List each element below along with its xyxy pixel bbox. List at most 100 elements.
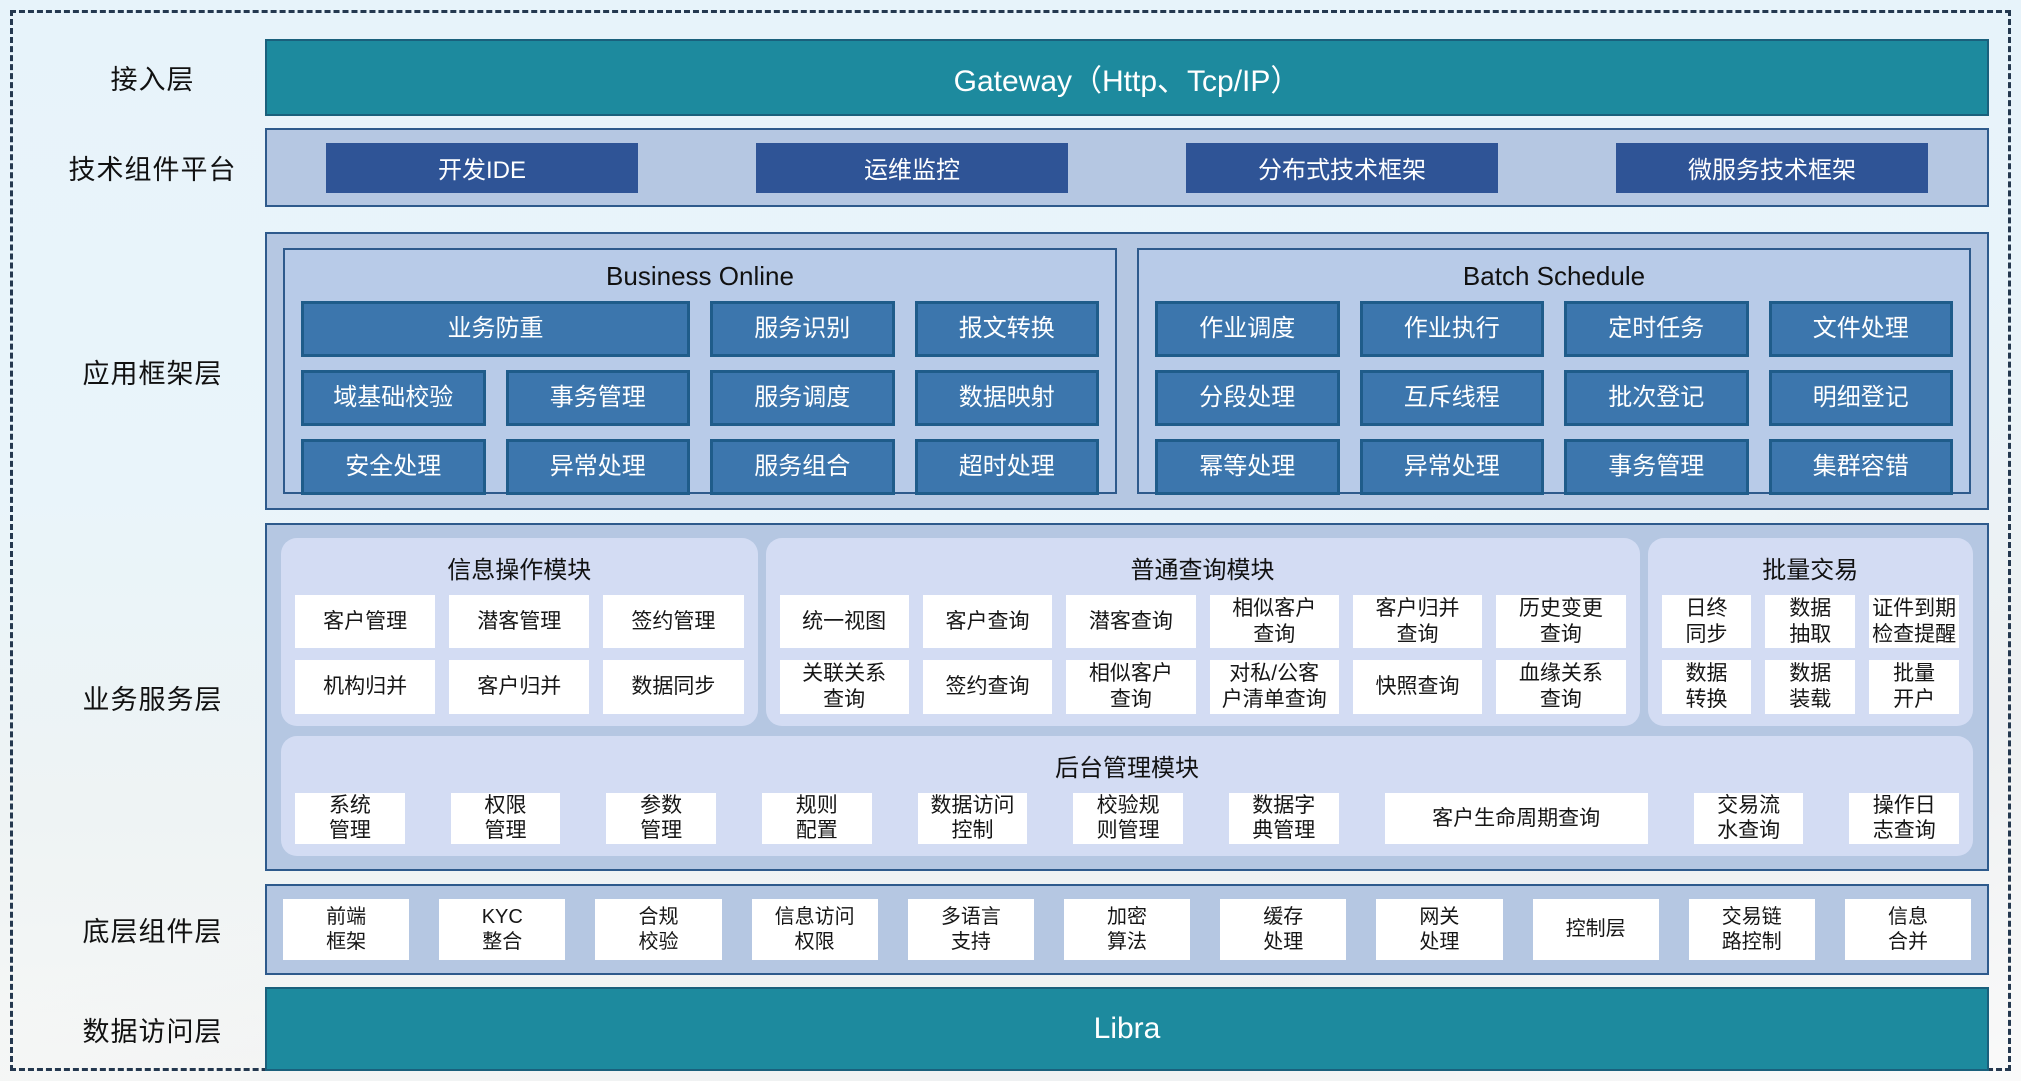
tech-component-box: 微服务技术框架 xyxy=(1616,142,1928,193)
batch-schedule-row2: 分段处理互斥线程批次登记明细登记 xyxy=(1155,370,1953,426)
service-box: 日终 同步 xyxy=(1661,595,1752,649)
info-operations-module: 信息操作模块 客户管理潜客管理签约管理机构归并客户归并数据同步 xyxy=(281,538,758,726)
admin-service-box: 数据字 典管理 xyxy=(1228,792,1339,844)
base-component-box: 交易链 路控制 xyxy=(1688,899,1815,960)
admin-service-box: 规则 配置 xyxy=(761,792,872,844)
base-component-box: 缓存 处理 xyxy=(1220,899,1347,960)
framework-feature-box: 批次登记 xyxy=(1564,370,1749,426)
admin-service-box: 系统 管理 xyxy=(295,792,405,844)
gateway-bar: Gateway（Http、Tcp/IP） xyxy=(265,39,1989,116)
admin-service-box: 权限 管理 xyxy=(450,792,561,844)
service-box: 潜客查询 xyxy=(1066,595,1196,649)
framework-feature-box: 分段处理 xyxy=(1155,370,1340,426)
service-box: 签约查询 xyxy=(922,660,1053,714)
service-box: 证件到期 检查提醒 xyxy=(1869,595,1959,649)
framework-feature-box: 异常处理 xyxy=(505,439,690,495)
tech-component-box: 分布式技术框架 xyxy=(1186,142,1498,193)
layer-label-data-access: 数据访问层 xyxy=(82,1016,223,1047)
service-box: 批量 开户 xyxy=(1869,660,1959,714)
batch-schedule-row3: 幂等处理异常处理事务管理集群容错 xyxy=(1155,439,1953,495)
framework-feature-box: 域基础校验 xyxy=(301,370,486,426)
base-components-panel: 前端 框架 KYC 整合合规 校验信息访问 权限多语言 支持加密 算法缓存 处理网… xyxy=(265,884,1989,975)
admin-module: 后台管理模块 系统 管理权限 管理参数 管理规则 配置数据访问 控制校验规 则管… xyxy=(281,735,1973,856)
business-online-row3: 安全处理异常处理服务组合超时处理 xyxy=(301,439,1099,495)
app-framework-panel: Business Online 业务防重服务识别报文转换 域基础校验事务管理 服务… xyxy=(265,232,1989,510)
data-access-row: 数据访问层 Libra xyxy=(40,987,1989,1071)
framework-feature-box: 数据映射 xyxy=(914,370,1099,426)
admin-service-box: 客户生命周期查询 xyxy=(1384,792,1648,844)
service-box: 客户管理 xyxy=(295,595,436,649)
service-box: 签约管理 xyxy=(603,595,744,649)
service-box: 关联关系 查询 xyxy=(779,660,909,714)
service-box: 机构归并 xyxy=(295,660,436,714)
framework-feature-box: 集群容错 xyxy=(1768,439,1953,495)
framework-feature-box: 作业调度 xyxy=(1155,301,1340,357)
service-box: 相似客户 查询 xyxy=(1066,660,1196,714)
base-component-box: 前端 框架 xyxy=(283,899,410,960)
admin-service-box: 交易流 水查询 xyxy=(1693,792,1804,844)
business-service-row: 业务服务层 信息操作模块 客户管理潜客管理签约管理机构归并客户归并数据同步 普通… xyxy=(40,523,1989,871)
framework-feature-box: 作业执行 xyxy=(1359,301,1544,357)
service-box: 快照查询 xyxy=(1352,660,1483,714)
admin-service-box: 操作日 志查询 xyxy=(1849,792,1960,844)
business-online-panel: Business Online 业务防重服务识别报文转换 域基础校验事务管理服务… xyxy=(283,248,1117,495)
general-query-module: 普通查询模块 统一视图客户查询潜客查询相似客户 查询客户归并 查询历史变更 查询… xyxy=(765,538,1640,726)
service-box: 相似客户 查询 xyxy=(1209,595,1339,649)
general-query-grid: 统一视图客户查询潜客查询相似客户 查询客户归并 查询历史变更 查询关联关系 查询… xyxy=(779,595,1626,714)
framework-feature-box: 事务管理 xyxy=(1564,439,1749,495)
layer-label-business-service: 业务服务层 xyxy=(82,684,223,715)
tech-component-box: 开发IDE xyxy=(326,142,638,193)
service-box: 数据 装载 xyxy=(1765,660,1856,714)
app-framework-row: 应用框架层 Business Online 业务防重服务识别报文转换 域基础校验… xyxy=(40,232,1989,510)
base-component-box: 信息访问 权限 xyxy=(751,899,878,960)
business-service-panel: 信息操作模块 客户管理潜客管理签约管理机构归并客户归并数据同步 普通查询模块 统… xyxy=(265,523,1989,871)
service-box: 数据同步 xyxy=(603,660,744,714)
layer-label-tech-platform: 技术组件平台 xyxy=(68,155,237,185)
service-box: 客户归并 查询 xyxy=(1352,595,1483,649)
batch-schedule-title: Batch Schedule xyxy=(1462,261,1646,291)
batch-trade-grid: 日终 同步数据 抽取证件到期 检查提醒数据 转换数据 装载批量 开户 xyxy=(1661,595,1959,714)
framework-feature-box: 明细登记 xyxy=(1768,370,1953,426)
framework-feature-box: 超时处理 xyxy=(914,439,1099,495)
framework-feature-box: 安全处理 xyxy=(301,439,486,495)
service-box: 历史变更 查询 xyxy=(1496,595,1626,649)
business-online-title: Business Online xyxy=(606,261,794,291)
service-box: 客户归并 xyxy=(449,660,590,714)
access-layer-row: 接入层 Gateway（Http、Tcp/IP） xyxy=(40,39,1989,116)
info-operations-title: 信息操作模块 xyxy=(447,557,592,584)
base-component-box: KYC 整合 xyxy=(439,899,566,960)
service-box: 血缘关系 查询 xyxy=(1496,660,1626,714)
layer-label-base-components: 底层组件层 xyxy=(82,917,223,947)
layer-label-app-framework: 应用框架层 xyxy=(82,358,223,389)
framework-feature-box: 服务调度 xyxy=(710,370,895,426)
service-box: 潜客管理 xyxy=(449,595,590,649)
base-component-box: 合规 校验 xyxy=(595,899,722,960)
service-box: 对私/公客 户清单查询 xyxy=(1209,660,1339,714)
framework-feature-box: 服务识别 xyxy=(710,301,895,357)
admin-module-title: 后台管理模块 xyxy=(1055,754,1199,782)
admin-service-box: 校验规 则管理 xyxy=(1073,792,1183,844)
base-component-box: 网关 处理 xyxy=(1376,899,1503,960)
base-component-box: 加密 算法 xyxy=(1063,899,1191,960)
framework-feature-box: 互斥线程 xyxy=(1359,370,1544,426)
service-box: 数据 转换 xyxy=(1661,660,1752,714)
service-box: 客户查询 xyxy=(922,595,1053,649)
libra-bar: Libra xyxy=(265,987,1989,1071)
general-query-title: 普通查询模块 xyxy=(1130,557,1275,584)
base-component-box: 多语言 支持 xyxy=(907,899,1034,960)
framework-feature-box: 业务防重 xyxy=(301,301,690,357)
framework-feature-box: 定时任务 xyxy=(1564,301,1749,357)
admin-service-box: 参数 管理 xyxy=(606,792,716,844)
admin-service-box: 数据访问 控制 xyxy=(917,792,1028,844)
framework-feature-box: 文件处理 xyxy=(1768,301,1953,357)
service-box: 数据 抽取 xyxy=(1765,595,1856,649)
business-online-row1: 业务防重服务识别报文转换 xyxy=(301,301,1099,357)
info-operations-grid: 客户管理潜客管理签约管理机构归并客户归并数据同步 xyxy=(295,595,744,714)
batch-schedule-panel: Batch Schedule 作业调度作业执行定时任务文件处理 分段处理互斥线程… xyxy=(1137,248,1971,495)
batch-trade-title: 批量交易 xyxy=(1762,557,1859,584)
batch-trade-module: 批量交易 日终 同步数据 抽取证件到期 检查提醒数据 转换数据 装载批量 开户 xyxy=(1647,538,1973,726)
service-box: 统一视图 xyxy=(779,595,909,649)
framework-feature-box: 服务组合 xyxy=(710,439,895,495)
